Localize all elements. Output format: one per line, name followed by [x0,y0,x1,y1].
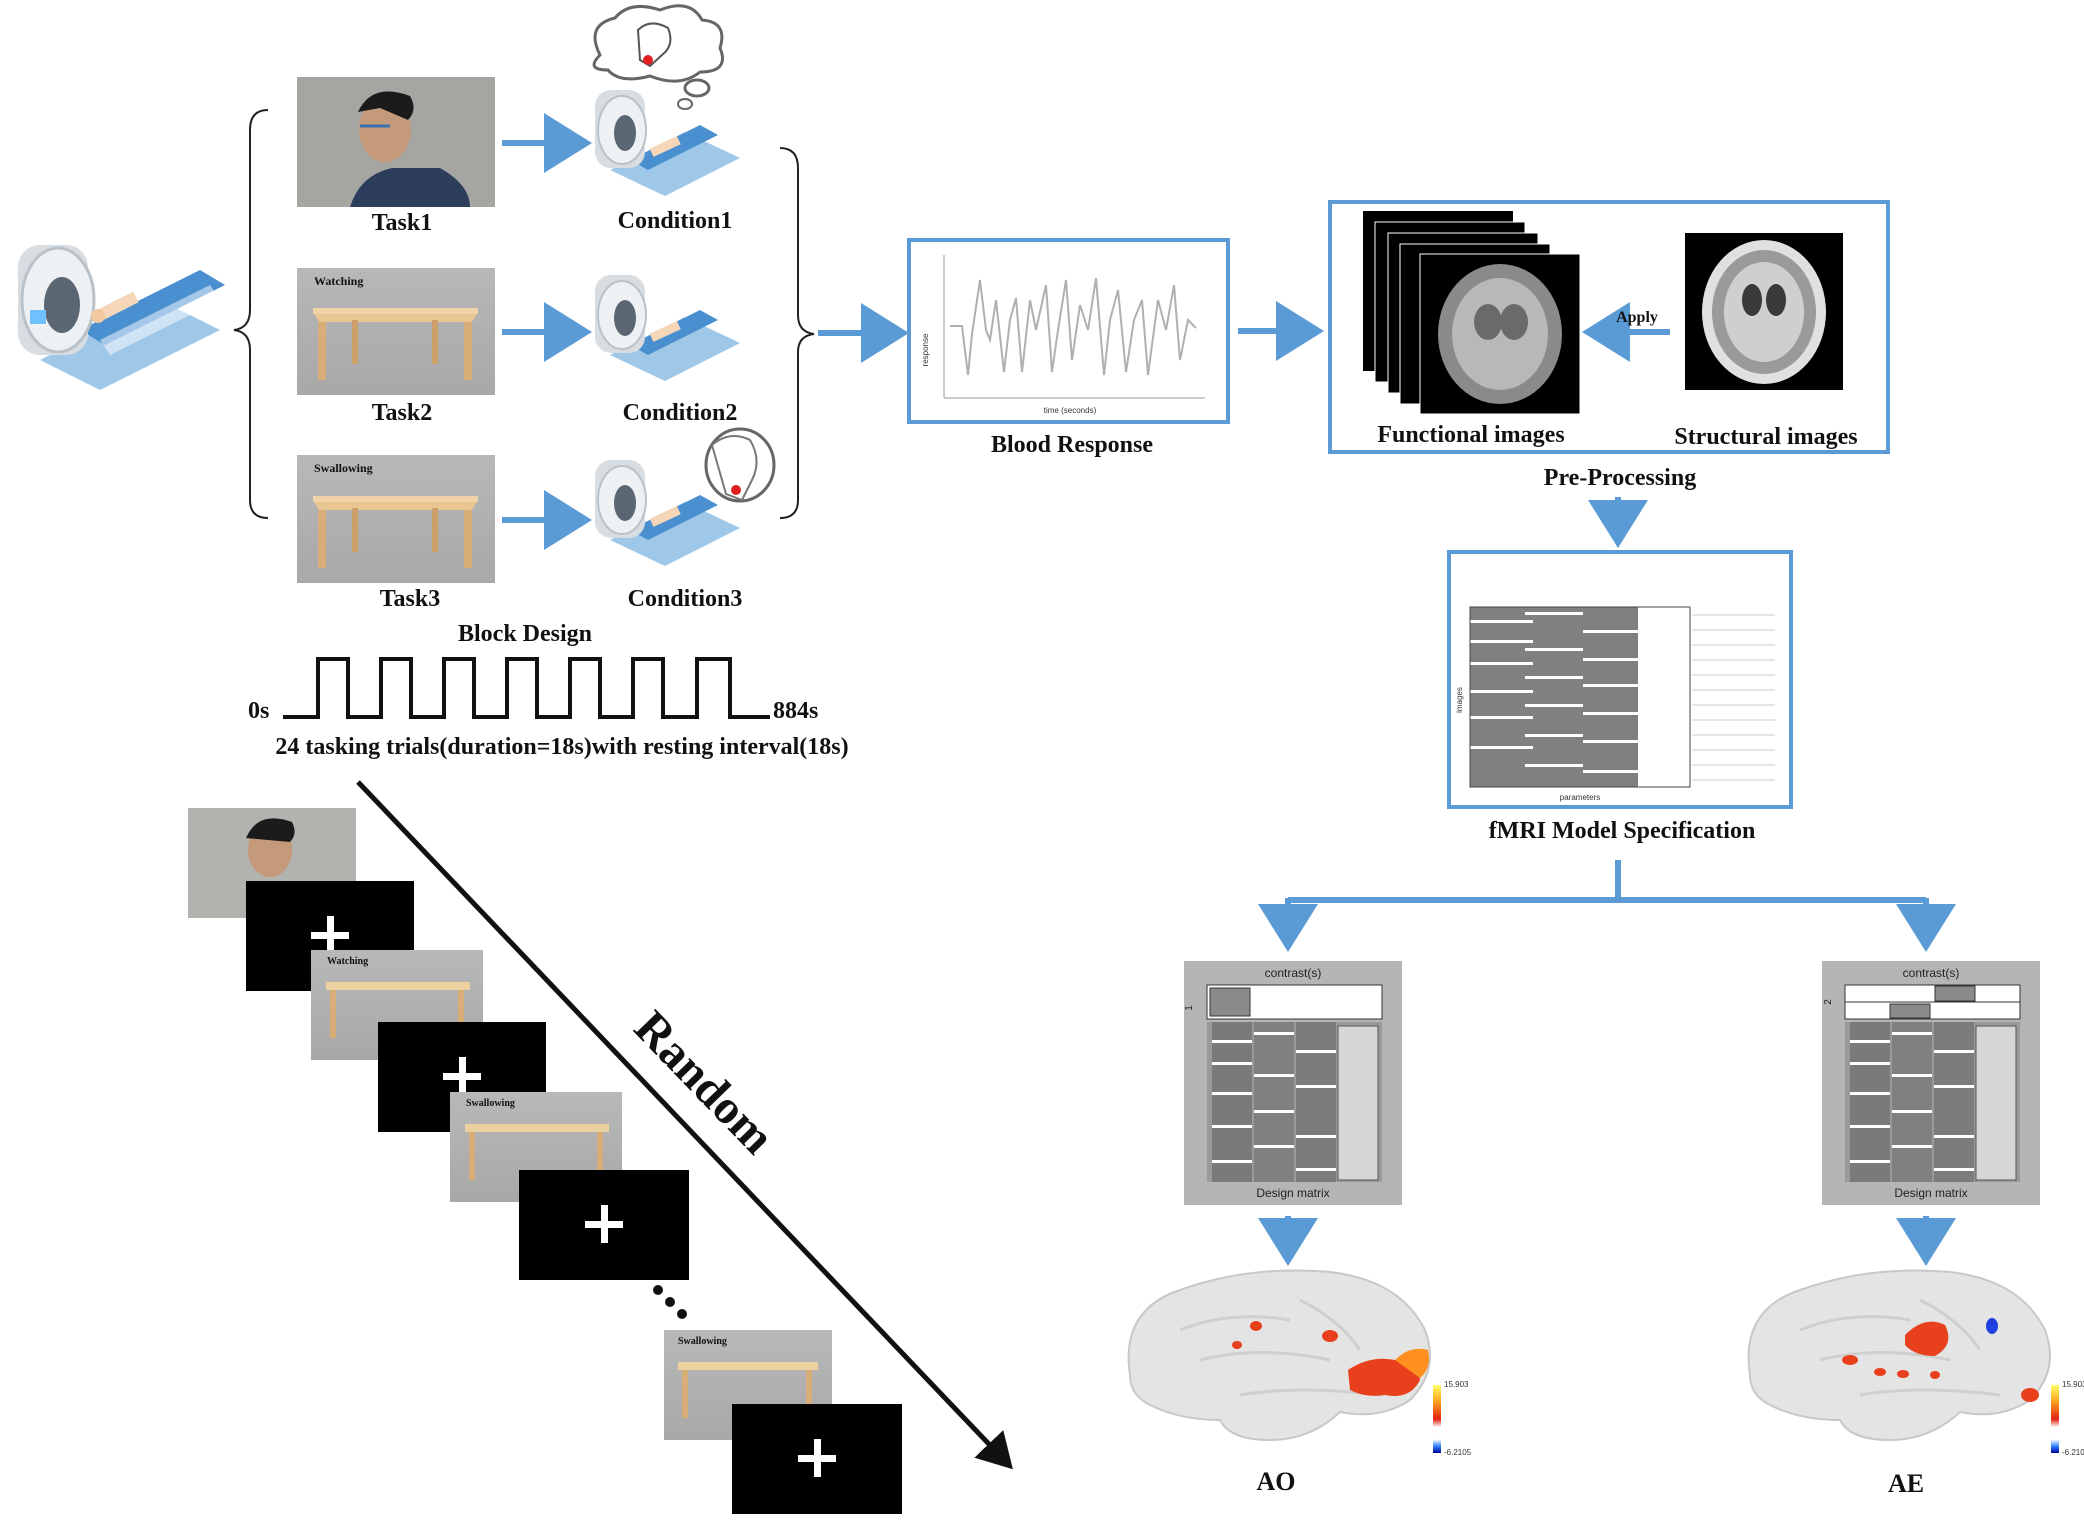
task2-photo: Watching [297,268,495,395]
task1-photo [297,77,495,207]
swallow-head-icon [704,427,776,503]
stimulus-watching-label: Watching [327,956,368,967]
random-label: Random [624,1001,784,1164]
brain-ao [1127,1269,1441,1453]
contrast-ae-index: 2 [1823,999,1834,1005]
stimulus-sequence: Watching Swallowing [188,808,902,1514]
preprocessing-label: Pre-Processing [1544,465,1696,491]
ae-colorbar-max: 15.903 [2062,1380,2084,1389]
task3-photo: Swallowing [297,455,495,583]
random-arrow [356,780,1013,1470]
ao-colorbar-min: -6.2105 [1444,1448,1472,1457]
functional-images-stack [1363,211,1581,415]
blood-response-ylabel: response [921,333,930,366]
blood-response-label: Blood Response [991,432,1153,458]
block-design-waveform [283,657,770,719]
thought-cloud-icon [592,4,724,110]
ao-colorbar-max: 15.903 [1444,1380,1469,1389]
task2-watching-label: Watching [314,274,363,288]
ae-colorbar-min: -6.2105 [2062,1448,2084,1457]
task3-swallowing-label: Swallowing [314,461,373,475]
apply-label: Apply [1616,309,1658,326]
task1-label: Task1 [372,210,433,236]
contrast-panel-ae: contrast(s) 2 Design matrix [1822,961,2040,1205]
model-spec-label: fMRI Model Specification [1489,818,1756,844]
right-brace [779,147,815,519]
contrast-panel-ao: contrast(s) 1 Design matrix [1184,961,1402,1205]
contrast-ao-design-matrix: Design matrix [1256,1186,1329,1200]
contrast-ae-title: contrast(s) [1903,966,1960,980]
ellipsis-dots [653,1285,687,1319]
contrast-ae-design-matrix: Design matrix [1894,1186,1967,1200]
condition1-label: Condition1 [618,208,733,234]
block-design-title: Block Design [458,621,592,647]
block-design-description: 24 tasking trials(duration=18s)with rest… [275,734,848,760]
blood-response-box [907,238,1230,424]
model-spec-ylabel: images [1455,687,1464,713]
blood-response-plot [943,255,1205,399]
condition1-scanner-icon [595,90,740,196]
model-design-matrix [1469,606,1775,788]
stimulus-swallowing-2-label: Swallowing [678,1336,727,1347]
task2-label: Task2 [372,400,433,426]
condition3-label: Condition3 [628,586,743,612]
fixation-3 [519,1170,689,1280]
ao-label: AO [1257,1467,1296,1496]
structural-images-label: Structural images [1674,424,1857,450]
contrast-ao-index: 1 [1184,1005,1195,1011]
split-arrows [1258,860,1956,952]
mri-scanner-icon [18,245,225,390]
functional-images-label: Functional images [1377,422,1564,448]
block-design-start: 0s [248,698,269,724]
blood-response-xlabel: time (seconds) [1044,406,1097,415]
block-design-end: 884s [773,698,818,724]
ae-label: AE [1888,1469,1924,1498]
task3-label: Task3 [380,586,441,612]
structural-image [1685,233,1843,390]
brain-ae [1747,1269,2059,1453]
stimulus-swallowing-label: Swallowing [466,1098,515,1109]
condition3-scanner-icon [595,460,740,566]
contrast-ao-title: contrast(s) [1265,966,1322,980]
fixation-4 [732,1404,902,1514]
condition2-label: Condition2 [623,400,738,426]
condition2-scanner-icon [595,275,740,381]
model-spec-xlabel: parameters [1560,793,1600,802]
left-brace [233,109,269,519]
